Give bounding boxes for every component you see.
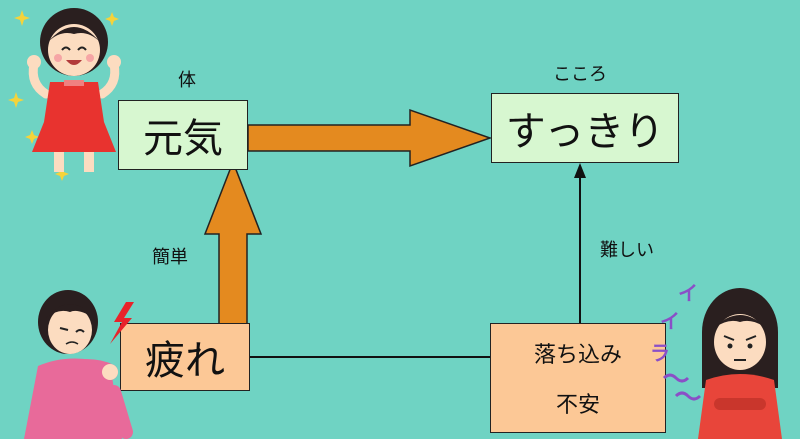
node-ochikomi: 落ち込み 不安 — [490, 323, 666, 433]
irritation-text: イ — [660, 309, 680, 333]
node-tsukare-label: 疲れ — [145, 338, 225, 384]
arrow-genki-to-sukkiri — [247, 108, 493, 168]
node-sukkiri: すっきり — [491, 93, 679, 163]
edge-label-easy: 簡単 — [152, 247, 188, 268]
caption-heart: こころ — [553, 64, 607, 85]
sparkle-icon — [105, 12, 119, 26]
irritation-text: ラ — [650, 341, 670, 365]
sparkle-icon — [8, 92, 24, 108]
happy-girl-illustration — [8, 8, 121, 181]
tired-woman-illustration — [24, 290, 134, 439]
node-tsukare: 疲れ — [120, 323, 250, 391]
node-sukkiri-label: すっきり — [505, 109, 665, 155]
arrow-tsukare-to-genki — [203, 159, 263, 325]
sparkle-icon — [14, 10, 30, 26]
sparkle-icon — [55, 167, 69, 181]
node-ochikomi-line2: 不安 — [555, 393, 600, 418]
pain-lightning-icon — [110, 302, 134, 344]
node-ochikomi-line1: 落ち込み — [533, 343, 622, 368]
arrowhead-up — [574, 163, 586, 178]
irritation-text: イ — [678, 281, 698, 305]
sparkle-icon — [25, 130, 39, 144]
caption-body: 体 — [178, 70, 196, 91]
node-genki: 元気 — [118, 100, 248, 170]
edge-label-hard: 難しい — [600, 240, 654, 261]
node-genki-label: 元気 — [143, 116, 223, 162]
annoyed-girl-illustration: イ イ ラ — [650, 281, 782, 439]
